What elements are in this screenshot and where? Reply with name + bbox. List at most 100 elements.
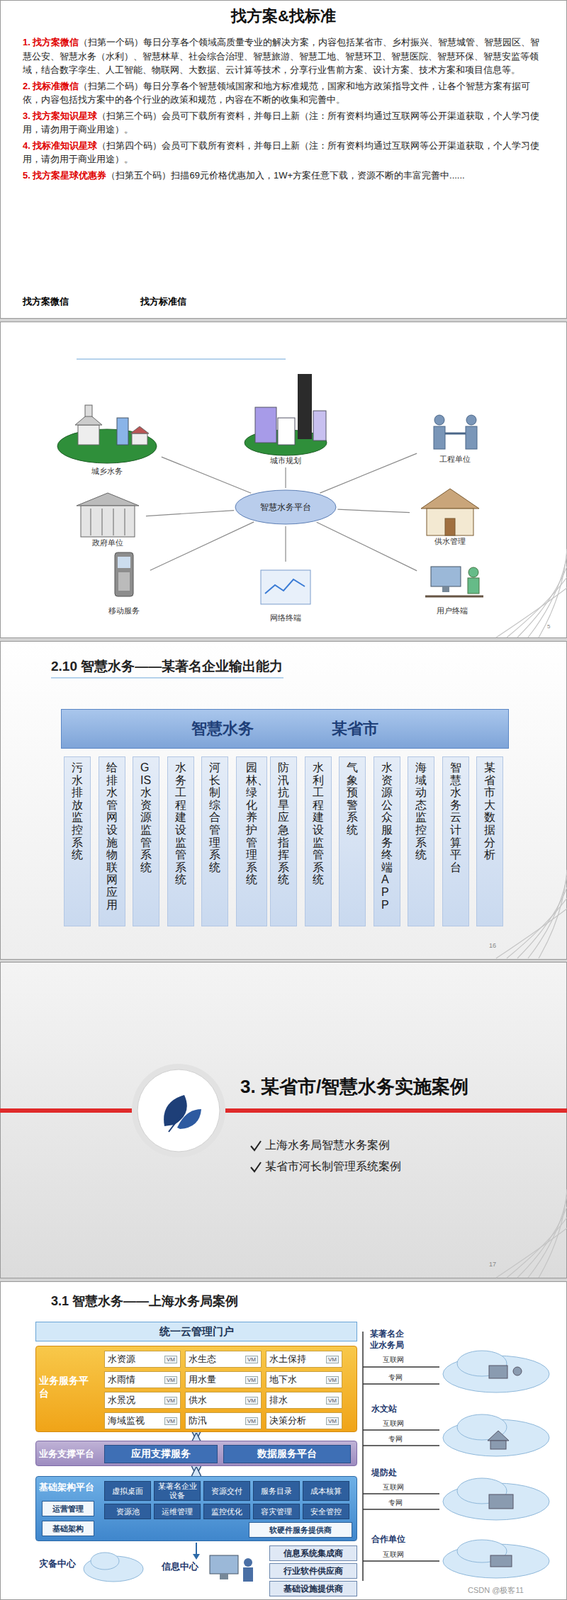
node-text: 业务支撑平台	[36, 1442, 99, 1466]
government-node: 政府单位	[70, 489, 145, 549]
service-panel: 业务服务平台水资源VM水生态VM水土保持VM水雨情VM用水量VM地下水VM水景况…	[35, 1346, 358, 1434]
node-text: 基础架构平台	[36, 1477, 99, 1500]
infra-box: 运营管理	[41, 1501, 95, 1518]
site-label: 堤防处	[371, 1468, 429, 1480]
network-links	[362, 1445, 440, 1448]
node-text: 服务目录	[260, 1487, 293, 1497]
check-marks	[250, 1141, 261, 1173]
city-icon	[297, 374, 312, 440]
node-text: GIS水资源监管系统	[140, 761, 152, 927]
node-text: 地下水	[269, 1374, 297, 1388]
site-label: 某著名企业水务局	[369, 1329, 409, 1352]
node-text: 水务工程建设监管系统	[175, 761, 187, 927]
infra-cell: 资源交付	[203, 1481, 251, 1502]
node-text: 安全管控	[310, 1508, 342, 1518]
infra-cell: 虚拟桌面	[104, 1481, 151, 1502]
water-town-icon	[57, 429, 157, 464]
house-icon	[426, 508, 474, 536]
node-text: 应用支撑服务	[131, 1448, 191, 1462]
title-rule	[76, 358, 286, 361]
user-terminal-icon	[425, 596, 484, 599]
center-label: 灾备中心	[38, 1559, 82, 1572]
city-icon	[244, 374, 327, 456]
node-text: 海域监视	[107, 1415, 145, 1429]
connector	[195, 1434, 198, 1441]
check-marks	[250, 1163, 261, 1173]
connector	[284, 526, 286, 563]
node-text: 业务服务平台	[36, 1347, 99, 1406]
portal-bar: 统一云管理门户	[35, 1322, 358, 1343]
user-terminal-icon	[467, 578, 480, 594]
infra-cell: 安全管控	[302, 1504, 350, 1521]
case-item: 上海水务局智慧水务案例	[265, 1138, 478, 1154]
connector	[146, 511, 234, 517]
intro-list: 1. 找方案微信（扫第一个码）每日分享各个领域高质量专业的解决方案，内容包括某省…	[22, 35, 548, 185]
phone-icon	[114, 552, 134, 597]
slide-frames	[0, 642, 567, 961]
system-column: 河长制综合管理系统	[201, 756, 229, 928]
node-text: 信息系统集成商	[283, 1548, 344, 1561]
corner-decoration	[496, 549, 567, 1279]
label-box: 某省市河长制管理系统案例	[265, 1160, 478, 1176]
info-center-icon	[219, 1574, 229, 1581]
system-column: 海域动态监控系统	[407, 756, 435, 928]
label-box: CSDN @极客11	[467, 1586, 560, 1597]
infra-cell: 容灾管理	[253, 1504, 300, 1521]
government-icon	[80, 506, 135, 538]
handshake-icon	[445, 433, 466, 436]
network-links	[362, 1332, 364, 1582]
slide-frames	[0, 0, 567, 319]
node-text: 给排水管网设施物联网应用	[106, 761, 118, 927]
node-text: 软硬件服务提供商	[269, 1525, 332, 1537]
web-terminal-icon	[260, 570, 311, 605]
node-text: 污水排放监控系统	[71, 761, 83, 927]
infra-cell: 监控优化	[203, 1504, 251, 1521]
infra-cell: 运维管理	[153, 1504, 201, 1521]
service-item: 防汛VM	[184, 1413, 262, 1431]
label-box: 5	[547, 623, 562, 631]
government-icon	[76, 493, 139, 507]
network-clouds	[442, 1351, 550, 1580]
node-text: 排水	[269, 1394, 288, 1408]
info-center-icon	[243, 1568, 254, 1583]
node-text: 供水	[188, 1394, 207, 1408]
node-text: 智慧水务云计算平台	[450, 761, 462, 927]
node-text: 智慧水务	[191, 718, 254, 740]
page-number: 5	[547, 623, 562, 631]
contractor-node: 工程单位	[418, 411, 492, 465]
page-number: 17	[489, 1261, 511, 1271]
item-heading: 2. 找标准微信	[22, 80, 79, 92]
phone-icon	[114, 552, 134, 597]
section-band	[0, 1109, 132, 1114]
item-text: （扫第二个码）每日分享各个智慧领域国家和地方标准规范，国家和地方政策指导文件，让…	[22, 80, 531, 106]
node-text: 政府单位	[92, 537, 124, 549]
service-item: 用水量VM	[184, 1372, 262, 1390]
network-links	[362, 1367, 440, 1369]
water-town-icon	[116, 418, 129, 446]
node-text: 基础设施提供商	[283, 1584, 344, 1597]
network-links	[362, 1384, 440, 1386]
node-text: 智慧水务平台	[260, 501, 312, 514]
system-column: 某省市大数据分析	[476, 756, 504, 928]
corner-decoration	[496, 1189, 567, 1279]
list-item: 3. 找方案知识星球（扫第三个码）会员可下载所有资料，并每日上新（注：所有资料均…	[22, 109, 548, 137]
connector	[161, 457, 251, 494]
node-text: 防汛	[188, 1415, 207, 1429]
cloud-icons	[489, 1495, 514, 1510]
node-text: 水土保持	[269, 1353, 307, 1367]
government-icon	[76, 493, 139, 538]
water-town-icon	[77, 425, 100, 446]
node-text: 网络终端	[270, 613, 302, 624]
slide-frames	[0, 322, 567, 639]
node-text: 成本核算	[310, 1487, 342, 1497]
system-column: 气象预警系统	[338, 756, 366, 928]
web-node: 网络终端	[251, 563, 320, 624]
link-label: 专网	[388, 1499, 431, 1509]
user-terminal-icon	[425, 567, 484, 597]
system-column: 水务工程建设监管系统	[167, 756, 195, 928]
corner-decoration	[496, 870, 567, 959]
node-text: 某省市大数据分析	[484, 761, 496, 927]
label-box: 水文站	[371, 1404, 429, 1417]
provider-stack: 行业软件供应商	[269, 1564, 358, 1580]
